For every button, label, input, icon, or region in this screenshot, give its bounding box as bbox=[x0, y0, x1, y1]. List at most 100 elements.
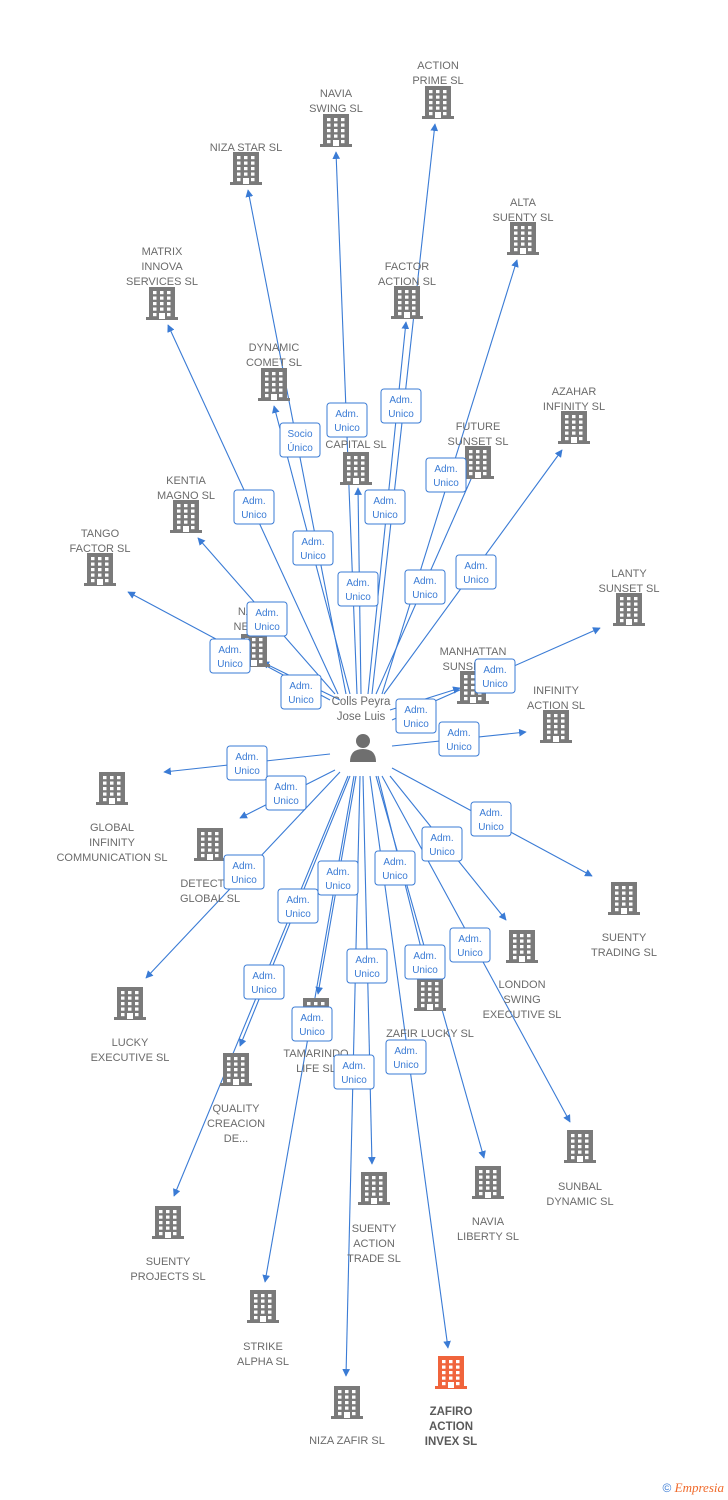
role-badge[interactable]: Adm.Unico bbox=[292, 530, 334, 566]
role-badge-text: Unico bbox=[217, 659, 243, 670]
company-label-line: MATRIX bbox=[142, 246, 183, 258]
company-label-line: ACTION bbox=[353, 1238, 395, 1250]
role-badge[interactable]: Adm.Unico bbox=[226, 745, 268, 781]
role-badge[interactable]: Adm.Unico bbox=[346, 948, 388, 984]
role-badge[interactable]: Adm.Unico bbox=[277, 888, 319, 924]
role-badge-text: Unico bbox=[345, 592, 371, 603]
company-label-line: LANTY bbox=[611, 568, 647, 580]
brand-logo: Empresia bbox=[674, 1480, 724, 1495]
role-badge[interactable]: Adm.Unico bbox=[474, 658, 516, 694]
role-badge[interactable]: Adm.Unico bbox=[209, 638, 251, 674]
role-badge-text: Adm. bbox=[252, 971, 275, 982]
role-badge-text: Adm. bbox=[413, 576, 436, 587]
role-badge-text: Adm. bbox=[300, 1013, 323, 1024]
role-badge[interactable]: Adm.Unico bbox=[380, 388, 422, 424]
building-icon bbox=[391, 286, 423, 319]
role-badge-text: Unico bbox=[234, 766, 260, 777]
role-badge-text: Adm. bbox=[483, 665, 506, 676]
role-badge-text: Adm. bbox=[342, 1061, 365, 1072]
role-badge[interactable]: Adm.Unico bbox=[223, 854, 265, 890]
building-icon bbox=[194, 828, 226, 861]
role-badge[interactable]: Adm.Unico bbox=[455, 554, 497, 590]
role-badge[interactable]: Adm.Unico bbox=[364, 489, 406, 525]
company-node-zafir-lucky[interactable]: ZAFIR LUCKY SL bbox=[386, 978, 474, 1040]
company-label-line: DYNAMIC bbox=[249, 342, 300, 354]
company-label-line: ALTA bbox=[510, 197, 537, 209]
role-badge[interactable]: Adm.Unico bbox=[280, 674, 322, 710]
company-label-line: STRIKE bbox=[243, 1341, 283, 1353]
role-badge[interactable]: Adm.Unico bbox=[337, 571, 379, 607]
role-badge-text: Adm. bbox=[355, 955, 378, 966]
role-badge[interactable]: Adm.Unico bbox=[265, 775, 307, 811]
company-node-niza-star[interactable]: NIZA STAR SL bbox=[210, 142, 283, 185]
role-badge[interactable]: Adm.Unico bbox=[246, 601, 288, 637]
role-badge-text: Unico bbox=[388, 409, 414, 420]
role-badge[interactable]: Adm.Unico bbox=[326, 402, 368, 438]
role-badge[interactable]: Adm.Unico bbox=[404, 944, 446, 980]
role-badge-text: Unico bbox=[382, 871, 408, 882]
role-badge[interactable]: Adm.Unico bbox=[333, 1054, 375, 1090]
company-label-line: CAPITAL SL bbox=[325, 439, 386, 451]
company-label-line: INVEX SL bbox=[425, 1436, 477, 1448]
role-badge-text: Adm. bbox=[242, 496, 265, 507]
role-badge-text: Adm. bbox=[458, 934, 481, 945]
company-label-line: ACTION SL bbox=[527, 700, 585, 712]
role-badge-text: Unico bbox=[412, 965, 438, 976]
role-badge[interactable]: Adm.Unico bbox=[404, 569, 446, 605]
role-badge-text: Adm. bbox=[479, 808, 502, 819]
role-badge[interactable]: Adm.Unico bbox=[317, 860, 359, 896]
building-icon bbox=[358, 1172, 390, 1205]
company-label-line: SUNSET SL bbox=[599, 583, 660, 595]
company-node-lanty-sunset[interactable]: LANTY SUNSET SL bbox=[599, 568, 660, 626]
company-node-niza-zafir[interactable]: NIZA ZAFIR SL bbox=[309, 1386, 385, 1447]
role-badge[interactable]: Adm.Unico bbox=[449, 927, 491, 963]
role-badge-text: Adm. bbox=[286, 895, 309, 906]
role-badge[interactable]: Adm.Unico bbox=[374, 850, 416, 886]
role-badge[interactable]: Adm.Unico bbox=[421, 826, 463, 862]
role-badge[interactable]: Adm.Unico bbox=[233, 489, 275, 525]
building-icon bbox=[220, 1053, 252, 1086]
role-badge-text: Unico bbox=[478, 822, 504, 833]
role-badge[interactable]: Adm. Unico bbox=[470, 801, 512, 837]
role-badge[interactable]: Adm.Unico bbox=[425, 457, 467, 493]
role-badge[interactable]: Adm.Unico bbox=[291, 1006, 333, 1042]
company-label-line: EXECUTIVE SL bbox=[483, 1009, 562, 1021]
role-badge-text: Adm. bbox=[289, 681, 312, 692]
building-icon bbox=[558, 411, 590, 444]
role-badge[interactable]: Adm.Unico bbox=[438, 721, 480, 757]
company-node-quality-creacion[interactable]: QUALITYCREACIONDE... bbox=[207, 1053, 265, 1145]
company-node-capital[interactable]: ...YCAPITAL SL bbox=[325, 424, 387, 485]
role-badge[interactable]: Adm.Unico bbox=[385, 1039, 427, 1075]
company-label-line: QUALITY bbox=[212, 1103, 260, 1115]
role-badge[interactable]: Adm.Unico bbox=[243, 964, 285, 1000]
company-label-line: GLOBAL SL bbox=[180, 893, 240, 905]
building-icon bbox=[507, 222, 539, 255]
company-label-line: LIBERTY SL bbox=[457, 1231, 519, 1243]
role-badge[interactable]: Adm.Unico bbox=[395, 698, 437, 734]
